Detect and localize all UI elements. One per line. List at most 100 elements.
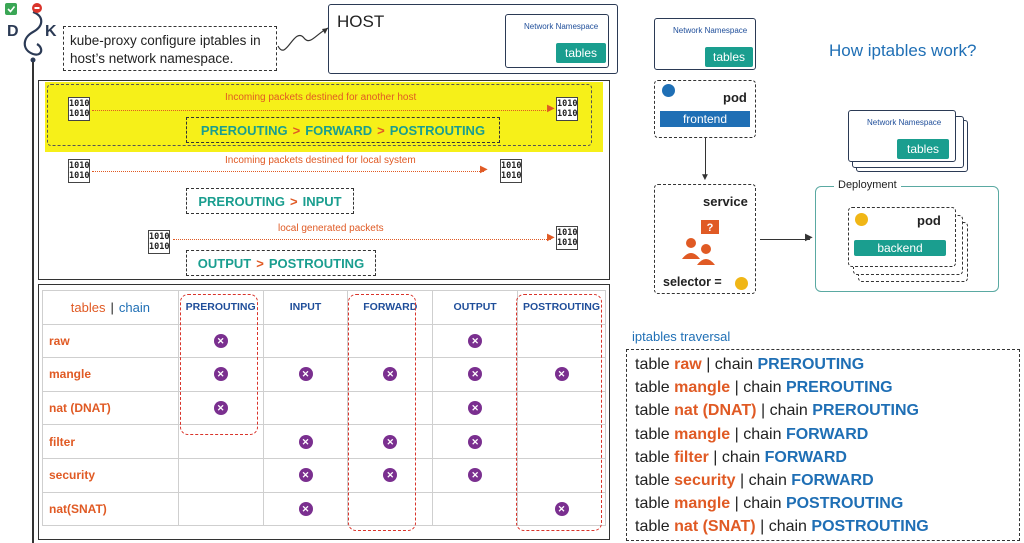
chain-sep: > bbox=[290, 193, 298, 209]
backend-app: backend bbox=[854, 240, 946, 256]
table-name: filter bbox=[674, 448, 709, 466]
matrix-cell bbox=[432, 491, 519, 527]
matrix-cell: ✕ bbox=[432, 357, 519, 392]
x-mark-icon: ✕ bbox=[554, 501, 569, 516]
matrix-cell: ✕ bbox=[262, 424, 349, 459]
matrix-cell bbox=[177, 457, 264, 493]
chain-sep: > bbox=[256, 255, 264, 271]
x-mark-icon: ✕ bbox=[298, 501, 313, 516]
x-mark-icon: ✕ bbox=[383, 367, 398, 382]
logo-graphic bbox=[5, 3, 43, 63]
header-tables: tables bbox=[70, 299, 106, 315]
traversal-line: table mangle | chain FORWARD bbox=[635, 423, 1019, 446]
traversal-line: table mangle | chain PREROUTING bbox=[635, 376, 1019, 399]
word-table: table bbox=[635, 448, 670, 466]
pod-frontend-label: pod bbox=[723, 90, 747, 105]
table-row: security✕✕✕ bbox=[42, 457, 606, 493]
matrix-cell bbox=[347, 323, 434, 359]
frontend-app: frontend bbox=[660, 111, 750, 127]
matrix-cell: ✕ bbox=[177, 357, 264, 392]
sep: | bbox=[706, 356, 711, 373]
flow2-label: Incoming packets destined for local syst… bbox=[225, 155, 416, 166]
matrix-cell: ✕ bbox=[347, 424, 434, 459]
flow1-label: Incoming packets destined for another ho… bbox=[225, 92, 417, 103]
x-mark-icon: ✕ bbox=[554, 367, 569, 382]
word-table: table bbox=[635, 379, 670, 397]
top-network-namespace: Network Namespace tables bbox=[654, 18, 756, 70]
traversal-line: table nat (SNAT) | chain POSTROUTING bbox=[635, 515, 1019, 538]
x-mark-icon: ✕ bbox=[468, 367, 483, 382]
flow3-arrowhead: ▶ bbox=[547, 232, 555, 243]
matrix-cell: ✕ bbox=[432, 323, 519, 359]
deployment-box bbox=[815, 186, 999, 292]
flow3-arrow bbox=[173, 239, 551, 240]
highlight-prerouting bbox=[180, 294, 258, 435]
logo: D K bbox=[4, 2, 62, 63]
deployment-label: Deployment bbox=[834, 179, 901, 191]
selector-dot-yellow bbox=[735, 277, 748, 290]
matrix-cell bbox=[262, 390, 349, 426]
table-name: mangle bbox=[674, 379, 731, 397]
flow1-chain: PREROUTING>FORWARD>POSTROUTING bbox=[186, 117, 500, 143]
top-ns-label: Network Namespace bbox=[673, 26, 748, 35]
table-name: nat (SNAT) bbox=[674, 518, 756, 536]
highlight-forward bbox=[348, 294, 416, 531]
x-mark-icon: ✕ bbox=[298, 434, 313, 449]
x-mark-icon: ✕ bbox=[298, 468, 313, 483]
table-row: raw✕✕ bbox=[42, 323, 606, 359]
word-chain: chain bbox=[743, 425, 782, 443]
word-table: table bbox=[635, 425, 670, 443]
matrix-cell: ✕ bbox=[432, 390, 519, 426]
word-table: table bbox=[635, 495, 670, 513]
chain-name: FORWARD bbox=[785, 425, 869, 443]
chain-output: OUTPUT bbox=[197, 255, 252, 271]
word-chain: chain bbox=[714, 356, 754, 373]
traversal-line: table raw | chain PREROUTING bbox=[635, 353, 1019, 376]
pod-backend-label: pod bbox=[917, 213, 941, 228]
host-title: HOST bbox=[337, 12, 385, 31]
matrix-cell bbox=[262, 323, 349, 359]
selector-label: selector = bbox=[663, 275, 722, 289]
flow1-arrow bbox=[92, 110, 550, 111]
logo-vertical-line bbox=[32, 62, 34, 543]
header-sep: | bbox=[110, 299, 114, 315]
table-row: filter✕✕✕ bbox=[42, 424, 606, 459]
x-mark-icon: ✕ bbox=[468, 333, 483, 348]
traversal-line: table security | chain FORWARD bbox=[635, 469, 1019, 492]
chain-forward: FORWARD bbox=[305, 122, 373, 138]
logo-letter-d: D bbox=[7, 23, 19, 40]
top-tables: tables bbox=[705, 47, 753, 67]
matrix-cell: ✕ bbox=[517, 491, 606, 527]
flow3-label: local generated packets bbox=[278, 223, 384, 234]
x-mark-icon: ✕ bbox=[468, 434, 483, 449]
x-mark-icon: ✕ bbox=[468, 401, 483, 416]
row-header: nat (DNAT) bbox=[42, 390, 179, 426]
sep: | bbox=[734, 495, 739, 513]
chain-prerouting: PREROUTING bbox=[198, 193, 286, 209]
sep: | bbox=[734, 425, 739, 443]
chain-name: PREROUTING bbox=[757, 356, 865, 373]
column-header-input: INPUT bbox=[262, 290, 349, 325]
table-name: raw bbox=[674, 356, 702, 373]
chain-name: PREROUTING bbox=[812, 402, 919, 420]
matrix-cell: ✕ bbox=[262, 457, 349, 493]
x-mark-icon: ✕ bbox=[213, 401, 228, 416]
word-chain: chain bbox=[748, 472, 787, 490]
matrix-cell: ✕ bbox=[432, 457, 519, 493]
chain-postrouting: POSTROUTING bbox=[268, 255, 365, 271]
chain-sep: > bbox=[377, 122, 385, 138]
pod-dot-blue bbox=[662, 84, 675, 97]
matrix-cell: ✕ bbox=[432, 424, 519, 459]
arrow-head-down: ▼ bbox=[700, 172, 710, 183]
deploy-ns-label: Network Namespace bbox=[867, 118, 942, 127]
matrix-cell bbox=[347, 491, 434, 527]
flow-highlight-border bbox=[47, 84, 592, 146]
column-header-postrouting: POSTROUTING bbox=[517, 290, 606, 325]
sep: | bbox=[760, 402, 766, 420]
flow2-arrow bbox=[92, 171, 484, 172]
table-name: security bbox=[674, 472, 736, 490]
matrix-cell: ✕ bbox=[262, 491, 349, 527]
